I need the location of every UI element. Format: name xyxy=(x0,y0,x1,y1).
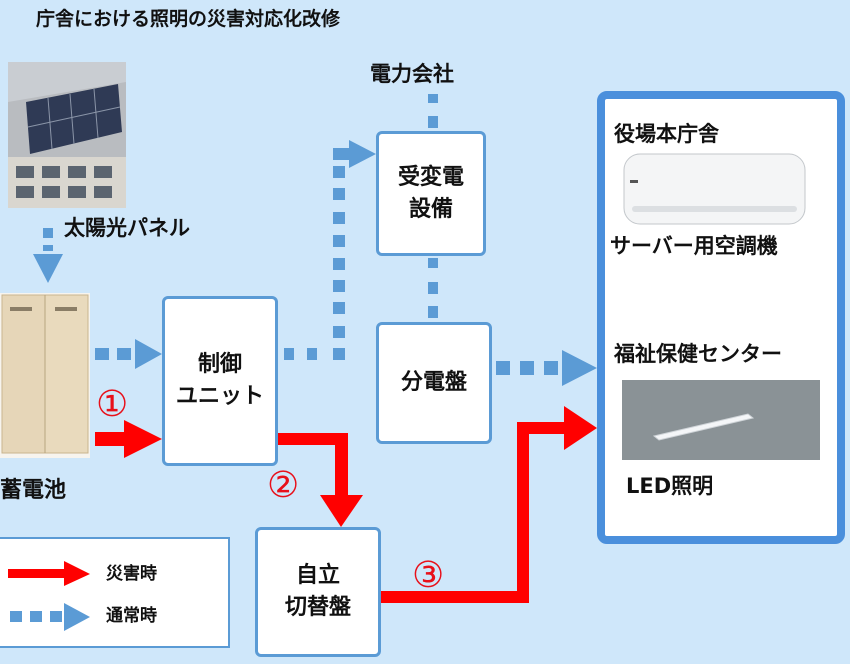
legend-normal-label: 通常時 xyxy=(106,606,157,626)
normal-flow-battery-control xyxy=(95,348,109,360)
switchboard-box: 自立 切替盤 xyxy=(255,527,381,657)
legend-disaster-label: 災害時 xyxy=(106,564,157,584)
disaster-flow-control-switchboard xyxy=(278,433,348,445)
disaster-flow-battery-control xyxy=(95,432,133,446)
solar-panel-image xyxy=(8,62,126,208)
substation-box: 受変電 設備 xyxy=(376,131,486,256)
step-marker-3: ③ xyxy=(412,555,445,596)
solar-panel-label: 太陽光パネル xyxy=(64,216,190,240)
power-company-label: 電力会社 xyxy=(370,62,454,86)
legend-box: 災害時 通常時 xyxy=(0,537,230,648)
aircon-label: サーバー用空調機 xyxy=(610,234,778,258)
normal-flow-board-destination xyxy=(496,361,510,375)
air-conditioner-image xyxy=(622,150,807,228)
disaster-flow-switchboard-destination xyxy=(381,591,529,603)
normal-arrowhead-substation xyxy=(349,140,376,168)
legend-normal-arrow xyxy=(10,603,90,631)
battery-image xyxy=(0,293,90,458)
normal-arrowhead-destination xyxy=(562,350,597,386)
step-marker-1: ① xyxy=(96,384,129,425)
normal-flow-control-riser xyxy=(284,348,294,360)
normal-flow-substation-board xyxy=(428,258,438,268)
normal-arrowhead-battery xyxy=(33,254,63,283)
welfare-center-label: 福祉保健センター xyxy=(614,342,782,366)
page-title: 庁舎における照明の災害対応化改修 xyxy=(36,8,341,30)
legend-disaster-arrow xyxy=(8,561,90,586)
step-marker-2: ② xyxy=(267,465,300,506)
led-label: LED照明 xyxy=(626,474,714,498)
battery-label: 蓄電池 xyxy=(0,478,67,503)
office-label: 役場本庁舎 xyxy=(614,122,719,146)
control-unit-box: 制御 ユニット xyxy=(162,296,278,466)
normal-flow-solar-battery xyxy=(43,228,53,238)
led-light-image xyxy=(622,380,820,460)
normal-arrowhead-control xyxy=(135,339,162,369)
distribution-board-box: 分電盤 xyxy=(376,322,492,444)
normal-flow-company-substation xyxy=(428,94,438,103)
